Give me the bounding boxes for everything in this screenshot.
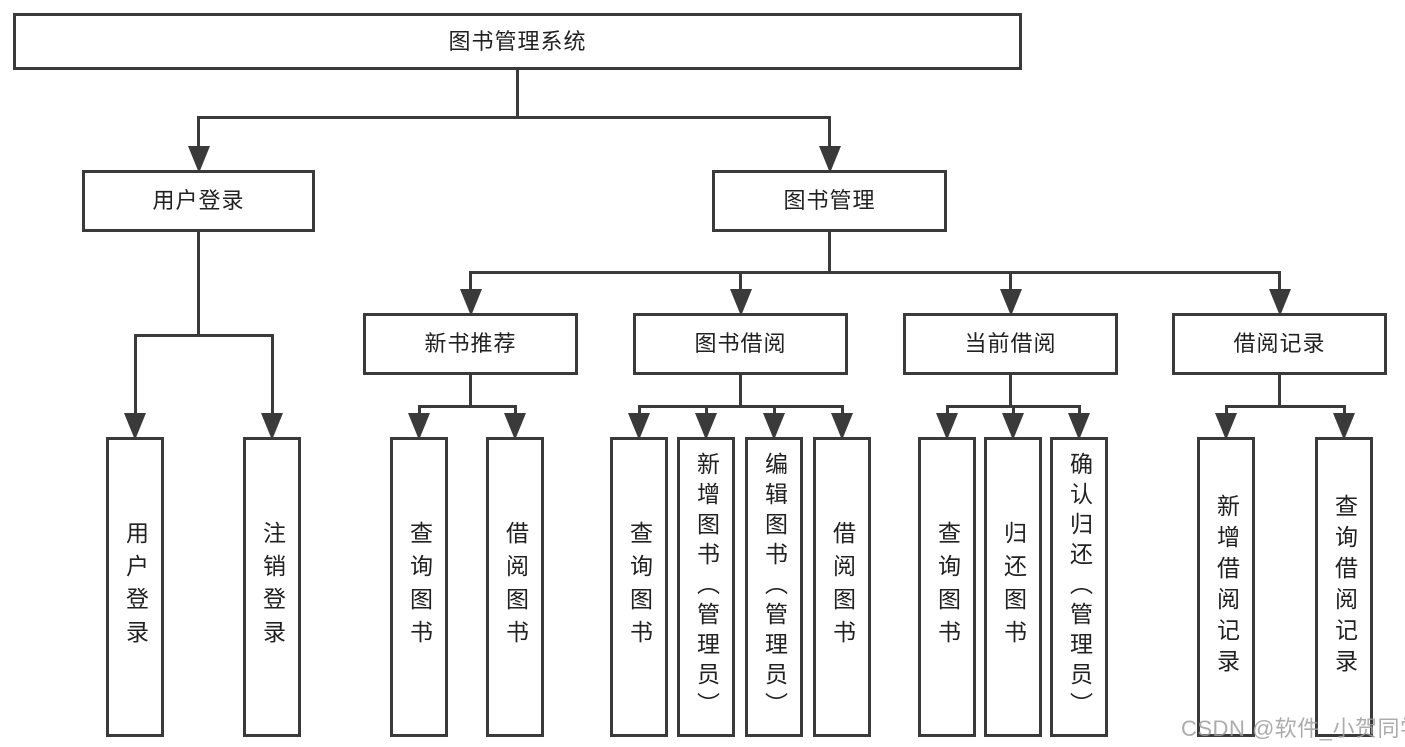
arrow-down-icon-3-1 (504, 413, 526, 440)
node-label: 用户登录 (122, 521, 149, 653)
node-label: 新增借阅记录 (1213, 494, 1240, 680)
edge-1-branch-0 (133, 335, 137, 431)
node-label: 当前借阅 (964, 331, 1057, 356)
edge-0-branch-0 (197, 117, 200, 164)
node-current-borrowing: 当前借阅 (903, 313, 1118, 375)
node-label: 借阅记录 (1233, 331, 1326, 356)
node-user-login: 用户登录 (82, 170, 315, 232)
arrow-down-icon-4-2 (763, 413, 785, 440)
node-book-management: 图书管理 (712, 170, 947, 232)
arrow-down-icon-2-2 (999, 289, 1022, 316)
csdn-watermark: CSDN @软件_小贺同学 (1181, 716, 1405, 741)
node-label: 借阅图书 (502, 521, 529, 653)
node-label: 用户登录 (152, 188, 245, 213)
arrow-down-icon-4-3 (831, 413, 853, 440)
edge-5-parent-stem (1009, 375, 1012, 408)
node-leaf-query-borrow-record: 查询借阅记录 (1315, 437, 1373, 737)
node-label: 查询借阅记录 (1331, 494, 1358, 680)
arrow-down-icon-4-0 (628, 413, 650, 440)
node-leaf-return-books: 归还图书 (984, 437, 1042, 737)
node-leaf-user-login: 用户登录 (106, 437, 164, 737)
node-label: 查询图书 (406, 521, 433, 653)
node-leaf-borrowing-query-books: 查询图书 (610, 437, 668, 737)
edge-0-branch-1 (828, 117, 831, 164)
arrow-down-icon-6-0 (1215, 413, 1237, 440)
arrow-down-icon-2-0 (459, 289, 482, 316)
edge-3-bar (417, 404, 517, 408)
node-label: 归还图书 (1000, 521, 1027, 653)
node-borrowing-records: 借阅记录 (1172, 313, 1387, 375)
node-leaf-current-query-books: 查询图书 (918, 437, 976, 737)
arrow-down-icon-0-1 (818, 146, 841, 173)
node-leaf-add-borrow-record: 新增借阅记录 (1197, 437, 1255, 737)
arrow-down-icon-1-1 (261, 413, 283, 440)
node-system-root: 图书管理系统 (13, 13, 1022, 70)
node-label: 新书推荐 (424, 331, 517, 356)
arrow-down-icon-1-0 (124, 413, 146, 440)
arrow-down-icon-6-1 (1333, 413, 1355, 440)
node-label: 注销登录 (259, 521, 286, 653)
arrow-down-icon-5-0 (936, 413, 958, 440)
node-label: 编辑图书（管理员） (761, 452, 788, 722)
edge-6-bar (1224, 404, 1346, 408)
node-leaf-logout: 注销登录 (243, 437, 301, 737)
arrow-down-icon-3-0 (408, 413, 430, 440)
node-leaf-recommend-borrow-books: 借阅图书 (486, 437, 544, 737)
arrow-down-icon-4-1 (695, 413, 717, 440)
arrow-down-icon-5-2 (1068, 413, 1090, 440)
edge-1-branch-1 (270, 335, 274, 431)
edge-4-bar (637, 404, 844, 408)
node-new-book-recommend: 新书推荐 (363, 313, 578, 375)
node-label: 确认归还（管理员） (1066, 452, 1093, 722)
edge-0-bar (197, 115, 831, 119)
node-label: 借阅图书 (829, 521, 856, 653)
arrow-down-icon-5-1 (1002, 413, 1024, 440)
edge-1-bar (133, 333, 274, 337)
node-leaf-confirm-return-admin: 确认归还（管理员） (1050, 437, 1108, 737)
arrow-down-icon-2-3 (1268, 289, 1291, 316)
edge-2-parent-stem (828, 232, 831, 274)
arrow-down-icon-2-1 (729, 289, 752, 316)
edge-1-parent-stem (197, 232, 200, 337)
node-label: 查询图书 (934, 521, 961, 653)
node-label: 新增图书（管理员） (693, 452, 720, 722)
node-leaf-edit-books-admin: 编辑图书（管理员） (745, 437, 803, 737)
node-leaf-borrow-books: 借阅图书 (813, 437, 871, 737)
node-leaf-add-books-admin: 新增图书（管理员） (677, 437, 735, 737)
edge-4-parent-stem (739, 375, 742, 408)
node-label: 图书借阅 (694, 331, 787, 356)
edge-0-parent-stem (516, 70, 519, 119)
edge-3-parent-stem (469, 375, 472, 408)
node-book-borrowing: 图书借阅 (633, 313, 848, 375)
edge-2-bar (469, 270, 1281, 274)
node-label: 图书管理 (783, 188, 876, 213)
edge-6-parent-stem (1278, 375, 1281, 408)
node-leaf-recommend-query-books: 查询图书 (390, 437, 448, 737)
arrow-down-icon-0-0 (187, 146, 210, 173)
node-label: 查询图书 (626, 521, 653, 653)
node-label: 图书管理系统 (448, 28, 587, 54)
